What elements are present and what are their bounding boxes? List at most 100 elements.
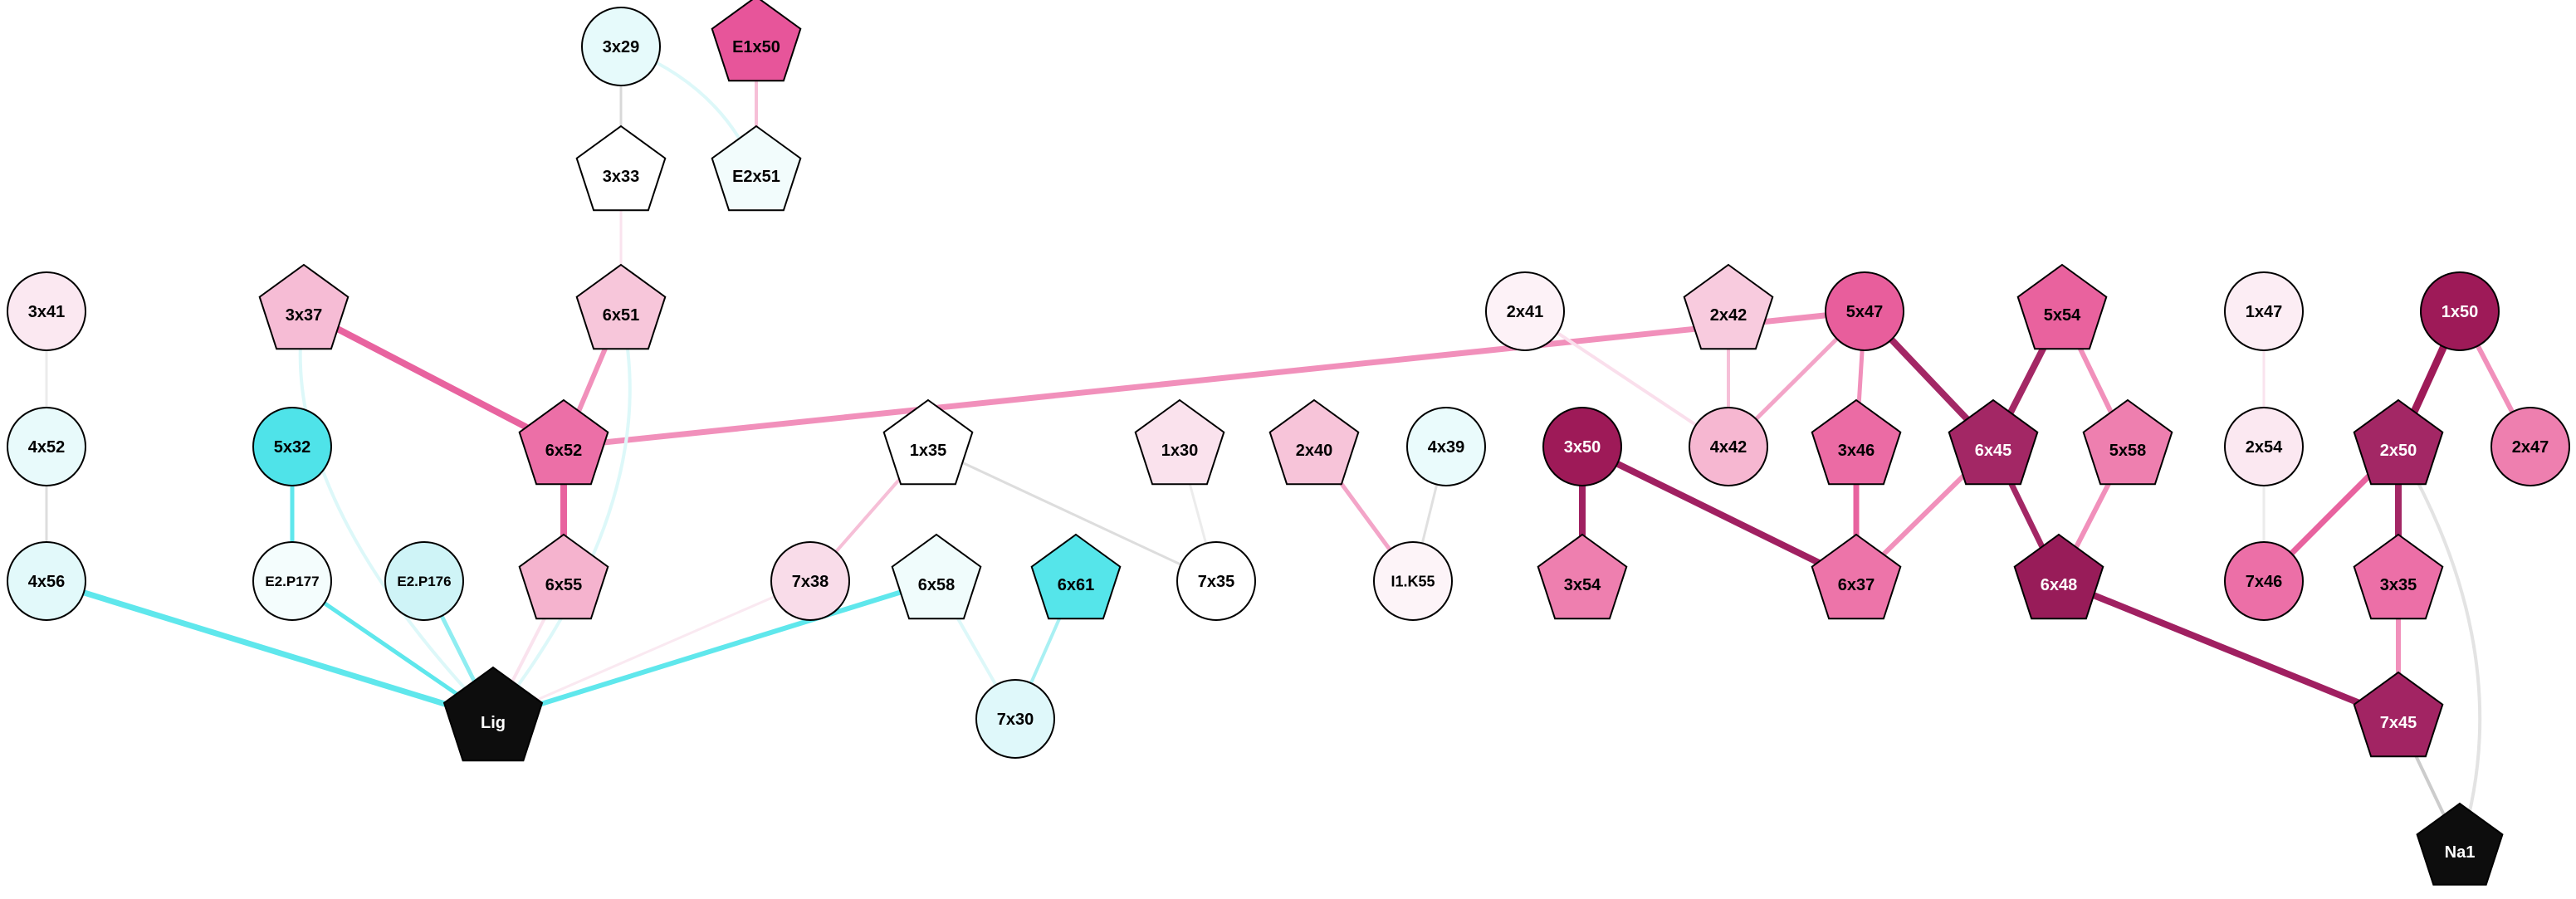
node-shape-circle — [1689, 407, 1768, 486]
node-6x51[interactable]: 6x51 — [575, 263, 667, 350]
node-3x33[interactable]: 3x33 — [575, 125, 667, 212]
node-1x47[interactable]: 1x47 — [2224, 271, 2304, 351]
edge-Lig-7x38 — [491, 579, 812, 721]
edge-2x50-Na1 — [2397, 445, 2482, 850]
node-shape-pentagon — [1030, 533, 1122, 620]
edge-2x41-4x42 — [1523, 310, 1730, 448]
node-7x30[interactable]: 7x30 — [975, 679, 1055, 759]
node-E2x51[interactable]: E2x51 — [711, 125, 802, 212]
node-2x42[interactable]: 2x42 — [1683, 263, 1774, 350]
node-3x41[interactable]: 3x41 — [7, 271, 86, 351]
node-shape-pentagon — [2013, 533, 2104, 620]
node-7x35[interactable]: 7x35 — [1176, 541, 1256, 621]
node-6x48[interactable]: 6x48 — [2013, 533, 2104, 620]
node-shape-pentagon — [1537, 533, 1628, 620]
edge-4x56-Lig — [43, 578, 496, 722]
node-4x42[interactable]: 4x42 — [1689, 407, 1768, 486]
edge-6x51-Lig — [491, 310, 632, 721]
node-shape-circle — [2420, 271, 2500, 351]
node-shape-circle — [7, 271, 86, 351]
node-shape-pentagon — [882, 398, 974, 486]
node-shape-circle — [2224, 407, 2304, 486]
node-5x58[interactable]: 5x58 — [2082, 398, 2173, 486]
node-shape-pentagon — [711, 0, 802, 82]
node-shape-circle — [252, 407, 332, 486]
node-shape-pentagon — [711, 125, 802, 212]
node-3x37[interactable]: 3x37 — [258, 263, 349, 350]
node-shape-circle — [2224, 271, 2304, 351]
node-7x45[interactable]: 7x45 — [2353, 671, 2444, 758]
edge-3x37-6x52 — [301, 308, 567, 450]
node-shape-circle — [252, 541, 332, 621]
node-3x35[interactable]: 3x35 — [2353, 533, 2444, 620]
node-7x38[interactable]: 7x38 — [770, 541, 850, 621]
node-shape-pentagon — [2353, 671, 2444, 758]
node-shape-circle — [1176, 541, 1256, 621]
node-5x32[interactable]: 5x32 — [252, 407, 332, 486]
node-shape-pentagon — [1268, 398, 1360, 486]
node-4x39[interactable]: 4x39 — [1406, 407, 1486, 486]
node-shape-circle — [384, 541, 464, 621]
node-E2.P177[interactable]: E2.P177 — [252, 541, 332, 621]
edge-Lig-6x58 — [491, 579, 939, 721]
node-shape-pentagon — [2016, 263, 2108, 350]
node-shape-pentagon — [2416, 802, 2504, 886]
node-shape-pentagon — [518, 398, 609, 486]
node-6x61[interactable]: 6x61 — [1030, 533, 1122, 620]
node-I1.K55[interactable]: I1.K55 — [1373, 541, 1453, 621]
node-1x30[interactable]: 1x30 — [1134, 398, 1225, 486]
node-2x47[interactable]: 2x47 — [2490, 407, 2570, 486]
node-3x54[interactable]: 3x54 — [1537, 533, 1628, 620]
node-shape-circle — [2224, 541, 2304, 621]
node-shape-pentagon — [2082, 398, 2173, 486]
node-shape-pentagon — [1811, 398, 1902, 486]
node-shape-pentagon — [258, 263, 349, 350]
node-shape-circle — [1825, 271, 1904, 351]
node-shape-circle — [1373, 541, 1453, 621]
edge-6x52-5x47 — [560, 308, 1868, 450]
node-5x47[interactable]: 5x47 — [1825, 271, 1904, 351]
edge-6x48-7x45 — [2055, 578, 2402, 722]
node-shape-pentagon — [518, 533, 609, 620]
node-4x56[interactable]: 4x56 — [7, 541, 86, 621]
node-shape-circle — [7, 541, 86, 621]
edge-1x35-7x35 — [926, 445, 1218, 583]
node-6x58[interactable]: 6x58 — [891, 533, 982, 620]
node-4x52[interactable]: 4x52 — [7, 407, 86, 486]
node-shape-pentagon — [2353, 398, 2444, 486]
node-1x50[interactable]: 1x50 — [2420, 271, 2500, 351]
node-shape-pentagon — [1683, 263, 1774, 350]
edge-3x50-6x37 — [1579, 443, 1860, 584]
node-shape-circle — [7, 407, 86, 486]
node-shape-pentagon — [891, 533, 982, 620]
node-2x41[interactable]: 2x41 — [1485, 271, 1565, 351]
node-3x29[interactable]: 3x29 — [581, 7, 661, 86]
node-2x50[interactable]: 2x50 — [2353, 398, 2444, 486]
node-shape-circle — [1406, 407, 1486, 486]
node-E1x50[interactable]: E1x50 — [711, 0, 802, 82]
node-7x46[interactable]: 7x46 — [2224, 541, 2304, 621]
node-5x54[interactable]: 5x54 — [2016, 263, 2108, 350]
node-shape-pentagon — [575, 263, 667, 350]
node-shape-circle — [2490, 407, 2570, 486]
node-shape-pentagon — [575, 125, 667, 212]
node-6x52[interactable]: 6x52 — [518, 398, 609, 486]
node-Na1[interactable]: Na1 — [2416, 802, 2504, 886]
node-shape-circle — [1542, 407, 1622, 486]
node-2x54[interactable]: 2x54 — [2224, 407, 2304, 486]
node-shape-pentagon — [2353, 533, 2444, 620]
node-2x40[interactable]: 2x40 — [1268, 398, 1360, 486]
node-shape-circle — [770, 541, 850, 621]
node-shape-pentagon — [442, 666, 544, 762]
node-3x50[interactable]: 3x50 — [1542, 407, 1622, 486]
node-shape-pentagon — [1948, 398, 2039, 486]
node-shape-pentagon — [1134, 398, 1225, 486]
node-shape-circle — [581, 7, 661, 86]
node-E2.P176[interactable]: E2.P176 — [384, 541, 464, 621]
node-shape-circle — [975, 679, 1055, 759]
node-shape-circle — [1485, 271, 1565, 351]
node-layer: 3x29 E1x50 3x33 E2x51 3x41 3x37 6x51 2x41 2x42 5x… — [7, 0, 2570, 886]
node-3x46[interactable]: 3x46 — [1811, 398, 1902, 486]
